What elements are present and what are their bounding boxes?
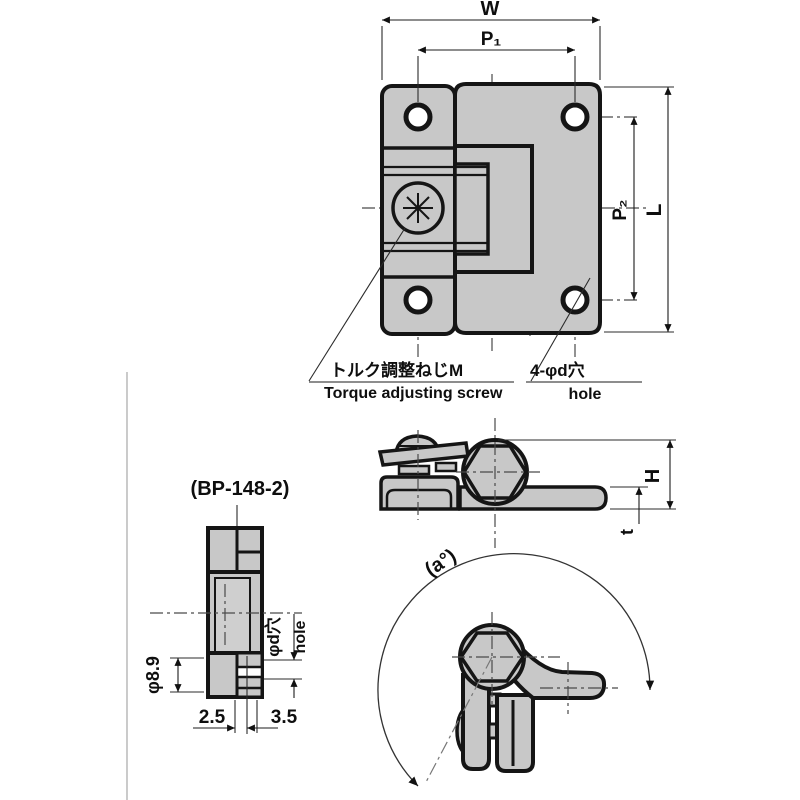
dim-section-hole: φd穴 hole xyxy=(263,614,309,698)
hole-callout: 4-φd穴 hole xyxy=(526,277,642,403)
section-view: φ8.9 φd穴 hole 2.5 3.5 xyxy=(143,505,309,734)
mounting-hole xyxy=(560,285,590,315)
screw-callout: トルク調整ねじM Torque adjusting screw xyxy=(308,227,514,402)
section-pin-hole xyxy=(235,665,264,679)
dim-w: W xyxy=(381,0,601,80)
knuckle xyxy=(453,162,490,256)
section-hole-label-en: hole xyxy=(292,620,309,653)
mounting-hole xyxy=(560,102,590,132)
swing-arc xyxy=(377,553,655,787)
torque-screw xyxy=(391,181,445,235)
fixed-leaf-arm xyxy=(500,636,607,700)
dim-boss-dia-label: φ8.9 xyxy=(143,656,163,694)
dim-p2: P₂ xyxy=(610,117,638,300)
section-hole-label-jp: φd穴 xyxy=(263,617,283,657)
dim-left-label: 2.5 xyxy=(199,707,226,728)
open-angle-view: (a°) xyxy=(377,545,655,787)
folded-leaf-block xyxy=(379,475,460,511)
dim-p2-label: P₂ xyxy=(610,199,631,220)
angle-label: (a°) xyxy=(421,545,460,581)
rotated-leaf-bar xyxy=(461,673,491,771)
dim-h: H xyxy=(498,439,676,510)
screw-callout-jp: トルク調整ねじM xyxy=(330,360,463,380)
hole-callout-en: hole xyxy=(569,386,602,403)
mounting-hole xyxy=(403,285,433,315)
screw-callout-en: Torque adjusting screw xyxy=(324,385,503,402)
dim-t-label: t xyxy=(617,529,637,535)
leaf-tab xyxy=(434,461,458,473)
side-view: H t xyxy=(377,418,676,548)
top-view: W P₁ P₂ L トルク調整ねじM Torque adjusting scre… xyxy=(308,0,674,403)
folded-leaf-inner-line xyxy=(385,488,453,509)
dim-l: L xyxy=(604,86,674,333)
dim-l-label: L xyxy=(643,203,666,216)
dim-p1-label: P₁ xyxy=(481,29,502,50)
dim-w-label: W xyxy=(481,0,500,20)
dim-bottom-offsets: 2.5 3.5 xyxy=(193,700,298,733)
mounting-hole xyxy=(403,102,433,132)
leaf-tab xyxy=(397,464,431,476)
dim-t: t xyxy=(610,486,648,535)
dim-boss-dia: φ8.9 xyxy=(143,656,204,694)
section-screw-pocket xyxy=(214,577,251,653)
folded-leaf-top xyxy=(377,441,471,467)
hole-callout-jp: 4-φd穴 xyxy=(530,360,585,380)
dim-p1: P₁ xyxy=(417,29,576,102)
rotated-leaf-panel xyxy=(495,693,535,773)
part-code-label: (BP-148-2) xyxy=(191,478,290,500)
dim-right-label: 3.5 xyxy=(271,707,298,728)
dim-h-label: H xyxy=(642,469,664,483)
